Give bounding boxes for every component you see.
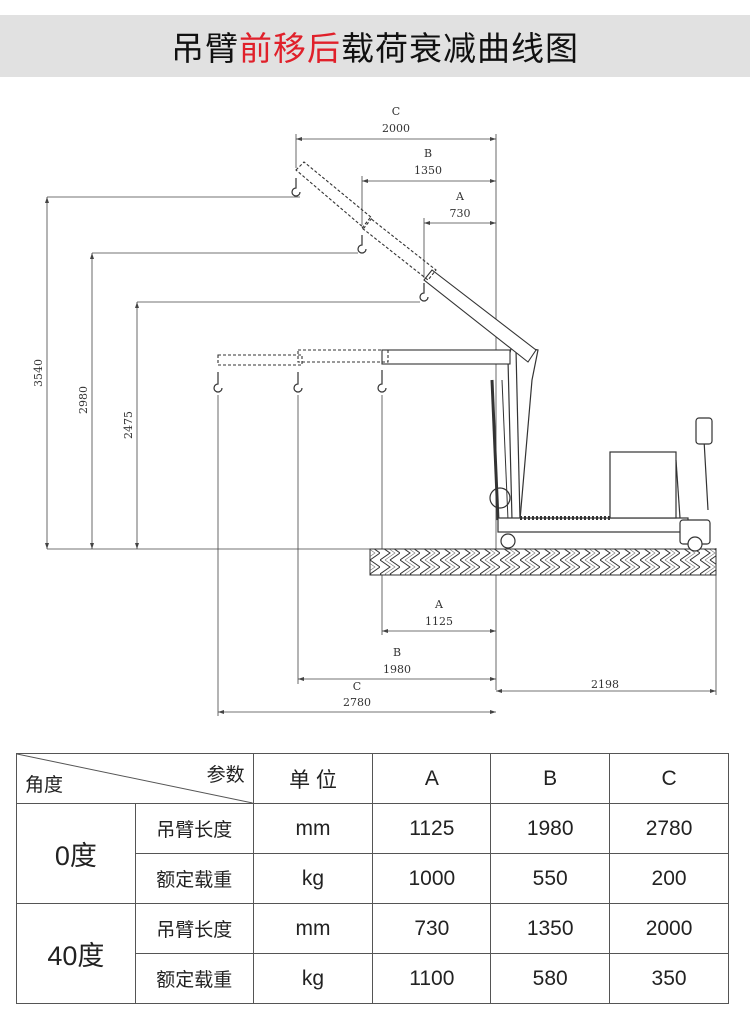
value-a-cell: 1000: [372, 853, 492, 904]
table-header-row: 参数 角度 单 位 A B C: [16, 753, 729, 804]
dim-value-height-2980: 2980: [77, 386, 90, 414]
boom-a-0: [381, 349, 511, 365]
spec-table: 参数 角度 单 位 A B C 0度 吊臂长度 mm 1125 1980 278…: [16, 753, 729, 1004]
dim-value-rear: 2198: [591, 678, 619, 691]
dim-value-height-3540: 3540: [32, 359, 45, 387]
value-c-cell: 2000: [609, 903, 729, 954]
value-a-cell: 1100: [372, 953, 492, 1004]
dim-value-bottom-a: 1125: [425, 615, 453, 628]
hook-c-0: [213, 372, 223, 393]
boom-b-0: [297, 349, 389, 363]
boom-c-0: [217, 354, 303, 366]
boom-b-40: [361, 217, 437, 281]
dim-value-bottom-b: 1980: [383, 663, 411, 676]
title-bar: 吊臂前移后载荷衰减曲线图: [0, 15, 750, 77]
table-row: 额定载重 kg 1000 550 200: [17, 853, 729, 904]
value-b-cell: 580: [490, 953, 611, 1004]
value-b-cell: 1350: [490, 903, 611, 954]
hook-a-40: [419, 283, 429, 302]
dim-value-bottom-c: 2780: [343, 696, 371, 709]
dim-letter-top-b: B: [424, 147, 432, 160]
dim-letter-top-a: A: [455, 190, 465, 203]
hook-b-40: [357, 235, 367, 254]
param-cell: 额定载重: [134, 953, 254, 1004]
boom-a-40: [423, 269, 537, 363]
hook-b-0: [293, 372, 303, 393]
title-part-3: 载荷衰减曲线图: [341, 29, 579, 68]
dim-letter-top-c: C: [392, 105, 400, 118]
dim-value-top-a: 730: [450, 207, 471, 220]
crane-body: [489, 344, 713, 552]
value-b-cell: 1980: [490, 803, 611, 854]
angle-cell-40: 40度: [16, 903, 136, 1004]
dim-letter-bottom-c: C: [353, 680, 361, 693]
dim-letter-bottom-a: A: [434, 598, 444, 611]
param-cell: 额定载重: [134, 853, 254, 904]
dim-letter-bottom-b: B: [393, 646, 401, 659]
crane-diagram: C 2000 B 1350 A 730 3540 2980 2475 A 112…: [32, 105, 717, 716]
table-row: 0度 吊臂长度 mm 1125 1980 2780: [16, 803, 729, 904]
value-b-cell: 550: [490, 853, 611, 904]
title-part-2-highlight: 前移后: [239, 29, 341, 68]
header-a: A: [372, 753, 492, 804]
value-c-cell: 2780: [609, 803, 729, 854]
unit-cell: kg: [252, 953, 374, 1004]
unit-cell: kg: [252, 853, 374, 904]
table-corner-cell: 参数 角度: [16, 753, 254, 804]
page-title: 吊臂前移后载荷衰减曲线图: [171, 22, 579, 70]
header-unit: 单 位: [252, 753, 374, 804]
table-row: 40度 吊臂长度 mm 730 1350 2000: [16, 903, 729, 1004]
value-a-cell: 730: [372, 903, 492, 954]
dim-value-top-b: 1350: [414, 164, 442, 177]
corner-label-params: 参数: [206, 765, 245, 786]
dim-value-top-c: 2000: [382, 122, 410, 135]
dim-value-height-2475: 2475: [122, 411, 135, 439]
title-part-1: 吊臂: [171, 29, 239, 68]
hook-c-40: [291, 178, 301, 197]
header-b: B: [490, 753, 611, 804]
value-c-cell: 350: [609, 953, 729, 1004]
param-cell: 吊臂长度: [134, 803, 254, 854]
table-row: 额定载重 kg 1100 580 350: [17, 953, 729, 1004]
value-c-cell: 200: [609, 853, 729, 904]
unit-cell: mm: [252, 903, 374, 954]
corner-label-angle: 角度: [25, 775, 64, 796]
unit-cell: mm: [252, 803, 374, 854]
ground-hatch: [369, 548, 717, 576]
header-c: C: [609, 753, 729, 804]
value-a-cell: 1125: [372, 803, 492, 854]
boom-c-40: [295, 161, 373, 229]
hook-a-0: [377, 370, 387, 393]
param-cell: 吊臂长度: [134, 903, 254, 954]
angle-cell-0: 0度: [16, 803, 136, 904]
